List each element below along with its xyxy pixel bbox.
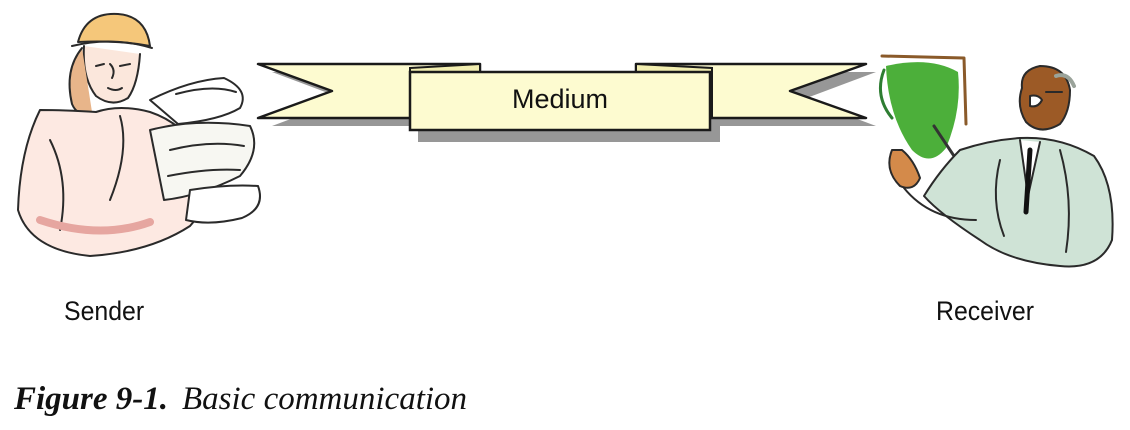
sender-label: Sender [64, 296, 145, 326]
sender-person-icon [17, 12, 261, 257]
receiver-label: Receiver [936, 296, 1035, 326]
figure-caption: Figure 9-1. Basic communication [14, 381, 467, 418]
medium-label: Medium [511, 84, 609, 114]
receiver-person-icon [878, 54, 1114, 268]
medium-banner [408, 70, 712, 132]
figure-caption-text: Basic communication [182, 381, 468, 417]
figure-number: Figure 9-1. [14, 381, 169, 417]
